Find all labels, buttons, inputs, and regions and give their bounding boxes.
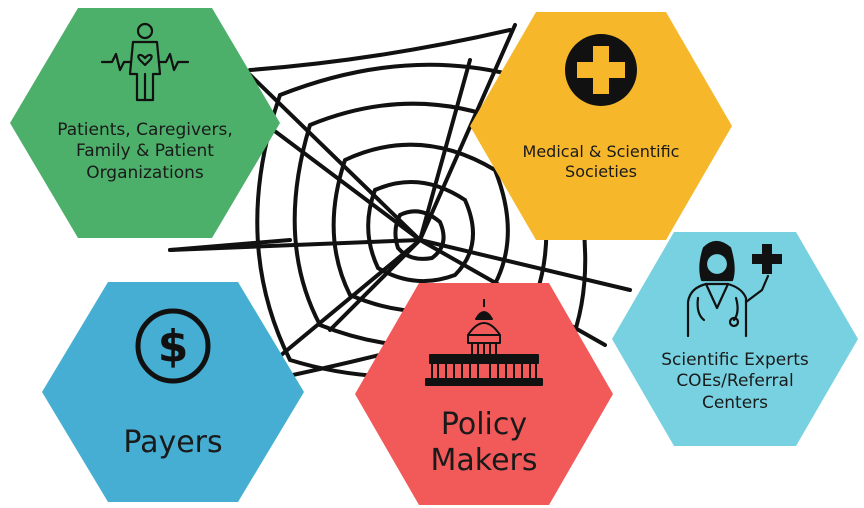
hex-payers: $ Payers — [42, 282, 304, 502]
hex-societies: Medical & Scientific Societies — [470, 12, 732, 240]
hex-patients: Patients, Caregivers, Family & Patient O… — [10, 8, 280, 238]
doctor-icon — [686, 240, 782, 338]
societies-label: Medical & Scientific Societies — [522, 142, 680, 181]
patient-heart-icon — [100, 22, 190, 102]
capitol-building-icon — [425, 299, 543, 386]
policy-label: Policy Makers — [430, 407, 538, 478]
dollar-icon: $ — [135, 308, 211, 384]
experts-label: Scientific Experts COEs/Referral Centers — [661, 350, 809, 413]
patients-label: Patients, Caregivers, Family & Patient O… — [57, 120, 233, 183]
hexagon-shape — [42, 282, 304, 502]
hex-experts: Scientific Experts COEs/Referral Centers — [612, 232, 858, 446]
svg-text:$: $ — [158, 321, 189, 372]
hexagon-shape — [470, 12, 732, 240]
medical-cross-icon — [565, 34, 637, 106]
hexagon-shape — [10, 8, 280, 238]
hex-policy: Policy Makers — [355, 283, 613, 505]
payers-label: Payers — [123, 425, 223, 460]
hexagon-shape — [355, 283, 613, 505]
hexagon-shape — [612, 232, 858, 446]
